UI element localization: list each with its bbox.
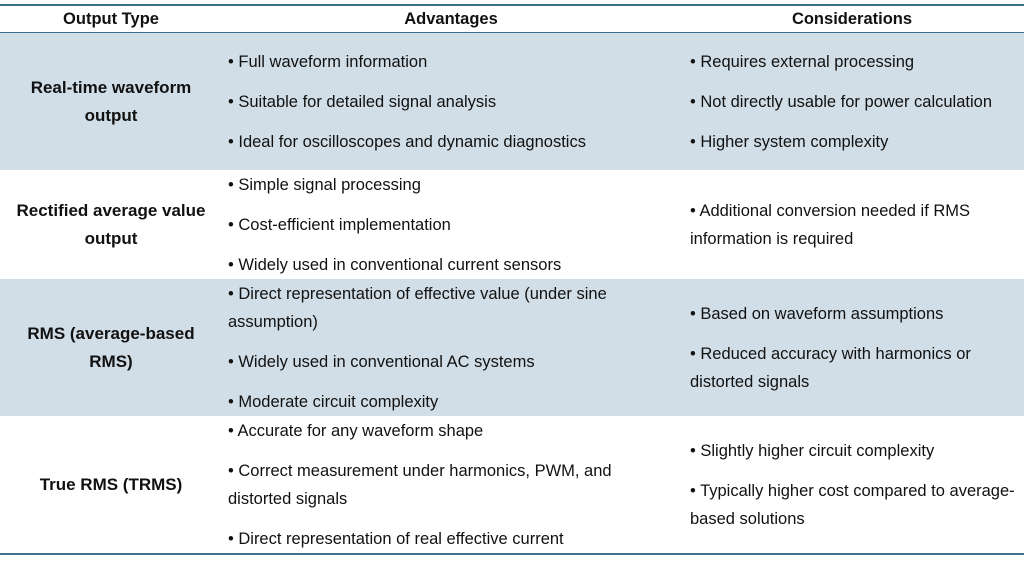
advantages-cell: • Simple signal processing • Cost-effici… bbox=[222, 170, 680, 279]
advantage-item: • Cost-efficient implementation bbox=[228, 215, 451, 234]
table-row: Real-time waveform output • Full wavefor… bbox=[0, 33, 1024, 170]
consideration-item: • Not directly usable for power calculat… bbox=[690, 92, 993, 111]
consideration-item: • Requires external processing bbox=[690, 52, 915, 71]
output-type-cell: True RMS (TRMS) bbox=[39, 474, 183, 494]
table-row: True RMS (TRMS) • Accurate for any wavef… bbox=[0, 416, 1024, 553]
header-advantages: Advantages bbox=[404, 9, 498, 28]
considerations-cell: • Slightly higher circuit complexity • T… bbox=[680, 416, 1024, 553]
advantages-cell: • Direct representation of effective val… bbox=[222, 279, 680, 416]
output-type-cell: Real-time waveform output bbox=[30, 77, 192, 125]
considerations-cell: • Requires external processing • Not dir… bbox=[680, 33, 1024, 170]
advantage-item: • Correct measurement under harmonics, P… bbox=[228, 461, 612, 508]
table-row: RMS (average-based RMS) • Direct represe… bbox=[0, 279, 1024, 416]
output-type-cell: Rectified average value output bbox=[16, 200, 206, 248]
advantage-item: • Moderate circuit complexity bbox=[228, 392, 439, 411]
advantage-item: • Ideal for oscilloscopes and dynamic di… bbox=[228, 132, 586, 151]
consideration-item: • Typically higher cost compared to aver… bbox=[690, 481, 1015, 528]
consideration-item: • Based on waveform assumptions bbox=[690, 304, 944, 323]
considerations-cell: • Additional conversion needed if RMS in… bbox=[680, 170, 1024, 279]
table-row: Rectified average value output • Simple … bbox=[0, 170, 1024, 279]
consideration-item: • Additional conversion needed if RMS in… bbox=[690, 201, 971, 248]
advantage-item: • Accurate for any waveform shape bbox=[228, 421, 484, 440]
advantage-item: • Widely used in conventional current se… bbox=[228, 255, 562, 274]
consideration-item: • Reduced accuracy with harmonics or dis… bbox=[690, 344, 971, 391]
output-type-cell: RMS (average-based RMS) bbox=[27, 323, 195, 371]
header-considerations: Considerations bbox=[791, 9, 913, 28]
advantages-cell: • Full waveform information • Suitable f… bbox=[222, 33, 680, 170]
comparison-table: Output Type Advantages Considerations Re… bbox=[0, 4, 1024, 555]
consideration-item: • Higher system complexity bbox=[690, 132, 889, 151]
table-header: Output Type Advantages Considerations bbox=[0, 6, 1024, 33]
consideration-item: • Slightly higher circuit complexity bbox=[690, 441, 935, 460]
header-output-type: Output Type bbox=[63, 9, 159, 28]
advantage-item: • Full waveform information bbox=[228, 52, 428, 71]
considerations-cell: • Based on waveform assumptions • Reduce… bbox=[680, 279, 1024, 416]
advantage-item: • Suitable for detailed signal analysis bbox=[228, 92, 497, 111]
advantage-item: • Simple signal processing bbox=[228, 175, 421, 194]
advantage-item: • Direct representation of effective val… bbox=[228, 284, 607, 331]
advantages-cell: • Accurate for any waveform shape • Corr… bbox=[222, 416, 680, 553]
advantage-item: • Direct representation of real effectiv… bbox=[228, 529, 564, 548]
advantage-item: • Widely used in conventional AC systems bbox=[228, 352, 535, 371]
